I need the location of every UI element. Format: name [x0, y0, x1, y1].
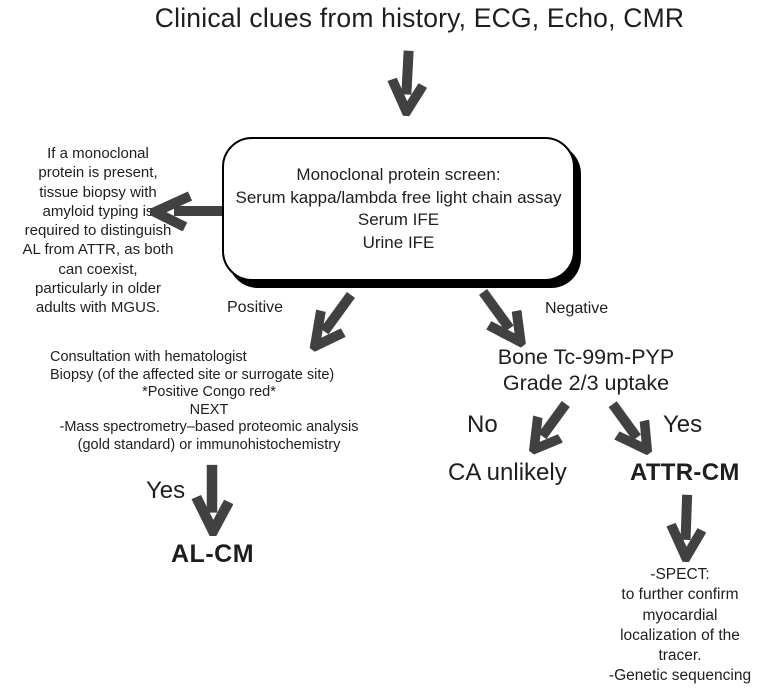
congo-red-proteomics-text: *Positive Congo red* NEXT -Mass spectrom…: [59, 384, 359, 453]
al-cm-diagnosis: AL-CM: [171, 540, 255, 568]
arrow-down-title-to-screen-icon: [385, 47, 429, 118]
no-label-pyp-branch: No: [467, 411, 498, 438]
arrow-down-right-negative-icon: [465, 278, 539, 358]
spect-genetic-followup-text: -SPECT: to further confirm myocardial lo…: [608, 566, 752, 685]
arrow-down-left-positive-icon: [295, 281, 369, 361]
arrow-down-left-no-icon: [515, 390, 584, 464]
arrow-down-to-al-cm-icon: [191, 462, 233, 536]
monoclonal-protein-screen-box: Monoclonal protein screen: Serum kappa/l…: [222, 137, 575, 281]
hematology-workup-text: Consultation with hematologist Biopsy (o…: [50, 349, 335, 383]
bone-pyp-test-text: Bone Tc-99m-PYP Grade 2/3 uptake: [497, 345, 675, 395]
arrow-down-right-yes-icon: [595, 390, 665, 465]
arrow-left-to-note-icon: [150, 191, 226, 231]
attr-cm-diagnosis: ATTR-CM: [630, 459, 740, 486]
yes-label-al-branch: Yes: [146, 477, 186, 504]
negative-branch-label: Negative: [545, 300, 609, 317]
monoclonal-coexist-note: If a monoclonal protein is present, tiss…: [22, 145, 174, 317]
yes-label-pyp-branch: Yes: [663, 411, 703, 438]
ca-unlikely-result: CA unlikely: [448, 459, 567, 486]
page-title: Clinical clues from history, ECG, Echo, …: [154, 3, 685, 33]
arrow-down-to-spect-icon: [665, 491, 707, 563]
monoclonal-protein-screen-text: Monoclonal protein screen: Serum kappa/l…: [235, 165, 562, 252]
positive-branch-label: Positive: [227, 299, 284, 316]
